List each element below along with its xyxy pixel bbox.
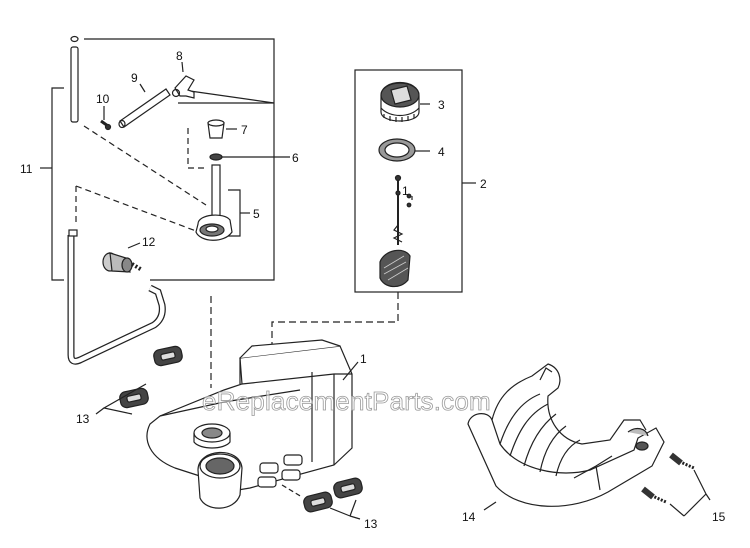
leader-14 [483,501,497,511]
label-2-1: 1 [402,184,409,198]
label-7: 7 [241,123,248,137]
dashed-guides-left [75,125,207,235]
label-9: 9 [131,71,138,85]
watermark: eReplacementParts.com [202,386,491,416]
fuel-tube-lower [67,229,166,365]
label-15: 15 [712,510,726,524]
label-2: 2 [480,177,487,191]
grommets-13-bottom [281,477,363,520]
leader-lines [103,61,430,249]
part-labels: 3 4 2 1 7 6 5 8 9 10 11 12 1 13 13 14 15 [20,49,726,531]
bracket-11 [40,87,64,281]
oring-6 [209,153,223,161]
pickup-assembly-5 [195,164,233,241]
label-3: 3 [438,98,445,112]
filter-cap-7 [207,119,225,139]
label-11: 11 [20,162,33,176]
label-13-bottom: 13 [364,517,378,531]
fuel-tank-1 [146,339,353,509]
fuel-filter-12 [102,252,144,273]
label-10: 10 [96,92,110,106]
cap-retainer [392,174,412,245]
fuel-tube-9 [118,88,171,129]
dashed-guides-tank [210,292,399,388]
fuel-tube-upper [70,35,79,123]
label-13-left: 13 [76,412,90,426]
vent-filter [379,249,411,288]
elbow-fitting-8 [171,75,195,99]
label-4: 4 [438,145,445,159]
leader-1 [342,361,359,381]
screw-10 [100,119,112,131]
screws-15 [641,452,711,517]
label-8: 8 [176,49,183,63]
label-6: 6 [292,151,299,165]
label-14: 14 [462,510,476,524]
label-5: 5 [253,207,260,221]
cap-gasket-4 [378,138,416,162]
tank-guard-14 [467,363,665,507]
label-1: 1 [360,352,367,366]
fuel-line-box [84,38,275,281]
label-12: 12 [142,235,156,249]
fuel-cap-box [354,69,476,293]
fuel-cap-3 [380,82,420,122]
grommets-13-left [95,345,183,415]
